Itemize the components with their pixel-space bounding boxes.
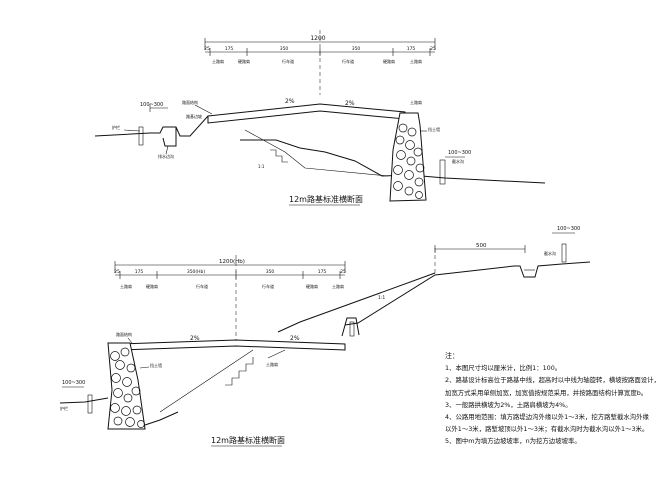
top-pavement	[207, 103, 406, 124]
bottom-top-dim: 500	[476, 243, 487, 249]
top-lane-label-1: 土路肩	[212, 58, 224, 64]
top-lane-label-6: 土路肩	[410, 58, 422, 64]
top-callout-3: 排水边沟	[158, 153, 174, 159]
bottom-callout-3: 截水沟	[544, 250, 556, 256]
top-wall-masonry	[393, 123, 425, 199]
bottom-slope-right: 2%	[290, 335, 300, 342]
bottom-callout-6: 1:1	[378, 295, 385, 301]
note-4: 4、公路用地范围：填方路堤边沟外缘以外1～3米，挖方路堑截水沟外缘	[445, 413, 649, 422]
design-notes: 注： 1、本图尺寸均以厘米计，比例1：100。 2、路基设计标高位于路基中线，超…	[445, 350, 665, 448]
top-dim-1: 25	[204, 46, 210, 52]
top-dim-3: 350	[280, 46, 289, 52]
top-callout-1: 路面结构	[182, 99, 198, 105]
top-callout-7: 护栏	[112, 124, 120, 130]
top-callout-6: 截水沟	[452, 158, 464, 164]
bottom-lane-label-4: 行车道	[262, 283, 274, 289]
top-dim-6: 25	[430, 46, 436, 52]
top-retaining-wall	[389, 112, 427, 202]
bottom-caption: 12m路基标准横断面	[211, 435, 285, 445]
top-dim-2: 175	[225, 46, 234, 52]
note-2-cont: 加宽方式采用单侧加宽，加宽值按规范采用，并按路面结构计算宽度b。	[445, 388, 648, 397]
bottom-side-dim-left: 100~300	[62, 380, 85, 386]
top-slope-right: 2%	[345, 100, 355, 107]
note-1: 1、本图尺寸均以厘米计，比例1：100。	[445, 364, 562, 373]
bottom-callout-5: 护栏	[60, 405, 68, 411]
top-left-ditch	[94, 115, 209, 137]
bottom-dimension-chain: 1200(Hb) 25 175 350(Hb) 350 175 25 土路肩 硬…	[114, 255, 346, 345]
top-dim-5: 175	[407, 46, 416, 52]
top-callout-2: 路基边坡	[186, 113, 202, 119]
note-4-cont: 以外1～3米，路堑坡顶以外1～3米；有截水沟时为截水沟以外1～3米。	[445, 425, 649, 434]
notes-title: 注：	[445, 352, 459, 360]
bottom-dim-1: 25	[114, 269, 120, 275]
bottom-callout-2: 挡土墙	[150, 362, 162, 368]
bottom-lane-label-6: 土路肩	[332, 283, 344, 289]
top-dim-4: 350	[352, 46, 361, 52]
top-lane-label-2: 硬路肩	[238, 58, 250, 64]
top-dimension-chain: 1200 25 175 350 350 175 25 土路肩 硬路肩 行车道 行…	[204, 30, 436, 95]
bottom-lane-label-5: 硬路肩	[306, 283, 318, 289]
bottom-slope-left: 2%	[190, 335, 200, 342]
top-lane-label-4: 行车道	[342, 58, 354, 64]
bottom-wall-masonry	[110, 347, 145, 428]
bottom-callout-4: 土路肩	[266, 361, 278, 367]
bottom-side-dim-right: 100~300	[557, 226, 580, 232]
bottom-dim-3: 350(Hb)	[187, 269, 206, 275]
bottom-cross-section: 1200(Hb) 25 175 350(Hb) 350 175 25 土路肩 硬…	[59, 226, 591, 447]
bottom-total-width: 1200(Hb)	[219, 259, 245, 265]
note-5: 5、图中m为填方边坡坡率，n为挖方边坡坡率。	[445, 437, 581, 446]
top-lane-label-3: 行车道	[282, 58, 294, 64]
bottom-dim-4: 350	[266, 269, 275, 275]
top-callout-8: 1:1	[258, 164, 265, 169]
bottom-lane-label-2: 硬路肩	[146, 283, 158, 289]
top-slope-left: 2%	[285, 98, 295, 105]
top-caption: 12m路基标准横断面	[289, 194, 363, 204]
bottom-dim-2: 175	[135, 269, 144, 275]
bottom-dim-6: 25	[340, 269, 346, 275]
note-2: 2、路基设计标高位于路基中线，超高时以中线为轴旋转，横坡按路面设计，	[445, 376, 660, 385]
top-cross-section: 1200 25 175 350 350 175 25 土路肩 硬路肩 行车道 行…	[94, 30, 546, 206]
bottom-callout-1: 路面结构	[116, 331, 132, 337]
top-callout-5: 土路肩	[410, 99, 422, 105]
bottom-pavement	[117, 339, 346, 351]
bottom-retaining-wall	[107, 342, 146, 430]
top-lane-label-5: 硬路肩	[383, 58, 395, 64]
bottom-dim-5: 175	[318, 269, 327, 275]
top-total-width: 1200	[310, 35, 325, 42]
note-3: 3、一般路拱横坡为2%，土路肩横坡为4%。	[445, 400, 572, 409]
bottom-lane-label-3: 行车道	[196, 283, 208, 289]
bottom-lane-label-1: 土路肩	[120, 283, 132, 289]
top-side-dim-right: 100~300	[448, 150, 471, 156]
top-side-dim: 100~300	[140, 102, 163, 108]
top-callout-4: 挡土墙	[428, 126, 440, 132]
